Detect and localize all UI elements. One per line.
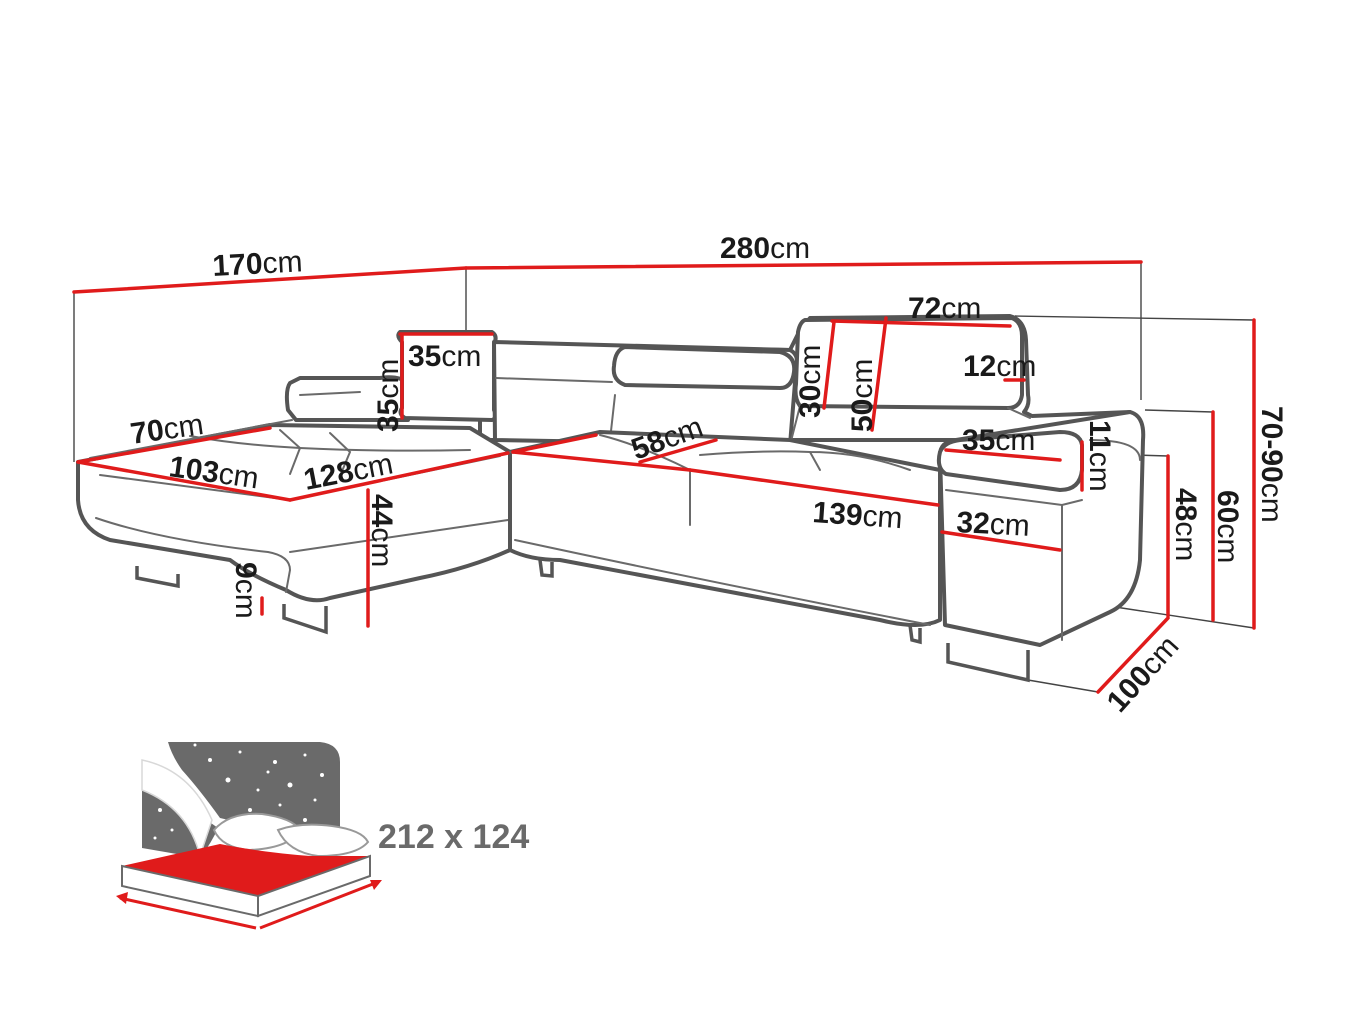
bed-length-arrow (119, 896, 257, 930)
dim-line-70 (76, 426, 272, 464)
label-70: 70cm (128, 408, 205, 451)
dim-line-58b (511, 450, 692, 472)
night-sky (168, 742, 340, 846)
dimension-labels: 170cm 280cm 72cm 35cm 35cm 30cm 50cm 12c… (128, 232, 1288, 719)
dim-line-35-arm (944, 448, 1062, 462)
bed-size-label: 212 x 124 (378, 818, 529, 856)
label-72: 72cm (908, 292, 981, 325)
leg-front-left (135, 566, 180, 589)
label-35-pillow-w: 35cm (408, 340, 481, 373)
dim-line-170 (72, 266, 468, 294)
label-48: 48cm (1169, 488, 1202, 561)
dim-line-128 (288, 451, 510, 502)
dim-line-58 (511, 433, 598, 454)
dim-line-139 (688, 468, 940, 507)
label-30: 30cm (794, 345, 827, 418)
chaise-pillow (396, 330, 498, 422)
label-11: 11cm (1083, 420, 1116, 492)
leg-chaise-front (282, 604, 328, 635)
dim-line-103 (76, 460, 292, 502)
leg-mid-2 (908, 624, 922, 645)
label-60: 60cm (1211, 490, 1244, 563)
leg-right-front (946, 643, 1030, 683)
night-bed-icon: 212 x 124 (116, 742, 529, 930)
label-170: 170cm (212, 245, 304, 283)
leg-mid-1 (538, 559, 554, 578)
sofa-outline (76, 314, 1146, 683)
label-35-arm: 35cm (962, 424, 1035, 457)
label-50: 50cm (846, 359, 879, 432)
bed-mattress-top (122, 844, 370, 896)
label-44: 44cm (365, 494, 398, 567)
label-70-90: 70-90cm (1255, 406, 1288, 523)
dim-line-280 (464, 260, 1143, 270)
dim-line-50 (870, 316, 888, 432)
label-9: 9cm (229, 562, 262, 619)
bed-mattress-side (257, 854, 371, 918)
main-seat (508, 430, 942, 627)
dim-line-72 (830, 319, 1012, 328)
dim-line-32 (940, 530, 1062, 552)
label-139: 139cm (812, 496, 904, 535)
bed-pillow-right (276, 823, 370, 858)
stars (153, 743, 324, 840)
label-103: 103cm (167, 450, 261, 495)
label-12: 12cm (963, 350, 1036, 383)
chaise-body (76, 423, 512, 603)
dimension-lines (72, 260, 1256, 694)
dim-line-30 (822, 320, 836, 410)
label-128: 128cm (301, 447, 396, 497)
label-280: 280cm (720, 232, 810, 265)
dim-line-100 (1096, 616, 1170, 694)
label-32: 32cm (956, 506, 1031, 543)
bed-width-arrow (259, 880, 379, 930)
middle-headrest (611, 345, 797, 390)
dim-line-58c (638, 438, 718, 464)
label-35-pillow-h: 35cm (372, 359, 405, 432)
